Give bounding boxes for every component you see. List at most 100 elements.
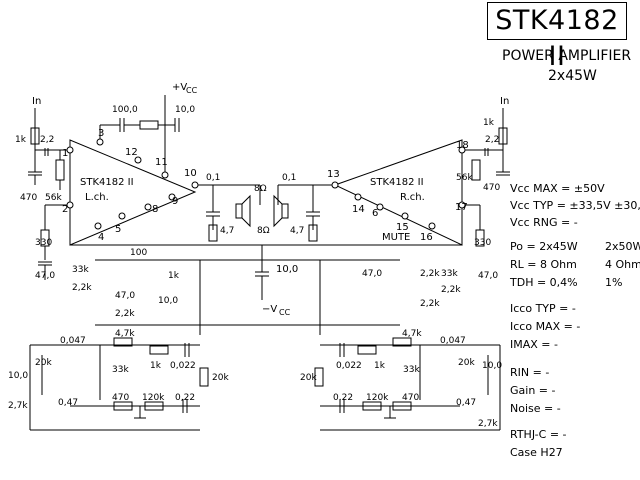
comp-r-r-1k: 1k [483,118,495,128]
comp-r-r-4-7k: 4,7k [402,329,422,339]
pin-10: 10 [184,168,197,179]
spec-tdh-alt: 1% [605,276,623,289]
comp-l-c-47: 47,0 [35,271,55,281]
comp-l-r-120k: 120k [142,393,165,403]
spec-case: Case H27 [510,446,563,459]
spec-rthj-c: RTHJ-C = - [510,428,567,441]
comp-r-r-1k: 1k [374,361,386,371]
pin-5: 5 [115,224,121,235]
comp-l-r-33k: 33k [72,265,89,275]
spec-rl-alt: 4 Ohm [605,258,640,271]
comp-l-r-1k-b: 1k [168,271,180,281]
comp-l-c-0-47: 0,47 [58,398,78,408]
comp-r-c-0-1: 0,1 [282,173,296,183]
mute-label: MUTE [382,232,410,243]
comp-l-pot-20k-b: 20k [212,373,229,383]
comp-l-r-33k-b: 33k [112,365,129,375]
comp-r-c-47: 47,0 [478,271,498,281]
comp-r-c-0-022: 0,022 [336,361,362,371]
comp-l-c-470: 470 [20,193,37,203]
vcc-negative-label: −V [262,304,277,315]
comp-r-c-0-047: 0,047 [440,336,466,346]
vcc-positive-sub: CC [186,86,198,95]
comp-l-r-2-2k: 2,2k [72,283,92,293]
comp-l-c-0-022: 0,022 [170,361,196,371]
pin-2: 2 [62,204,68,215]
pin-1: 1 [62,148,68,159]
spec-rl: RL = 8 Ohm [510,258,577,271]
comp-r-c-10: 10,0 [482,361,502,371]
pin-14: 14 [352,204,365,215]
comp-r-r-4-7: 4,7 [290,226,304,236]
spec-imax: IMAX = - [510,338,558,351]
pin-11: 11 [155,157,168,168]
comp-r-pot-20k: 20k [300,373,317,383]
comp-r-speaker: 8Ω [257,226,270,236]
comp-r-c-470: 470 [483,183,500,193]
right-channel-label: R.ch. [400,192,425,203]
left-ic-label: STK4182 II [80,177,134,188]
ic-right-body [333,139,463,246]
comp-l-c-0-047: 0,047 [60,336,86,346]
spec-icco-max: Icco MAX = - [510,320,581,333]
comp-r-c-2-2: 2,2 [485,135,499,145]
spec-gain: Gain = - [510,384,556,397]
comp-r-c-0-47: 0,47 [456,398,476,408]
comp-r-r-2-2k-b: 2,2k [420,269,440,279]
comp-l-c-2-2: 2,2 [40,135,54,145]
spec-rin: RIN = - [510,366,550,379]
pin-6: 6 [372,208,378,219]
pin-16: 16 [420,232,433,243]
spec-noise: Noise = - [510,402,561,415]
left-input-label: In [32,96,41,107]
description: POWER AMPLIFIER [502,48,632,64]
comp-r-r-2-7k: 2,7k [478,419,498,429]
comp-r-r-2-2k-c: 2,2k [420,299,440,309]
pin-18: 18 [456,140,469,151]
comp-r-r-330: 330 [474,238,491,248]
comp-r-c-47-b: 47,0 [362,269,382,279]
comp-l-c-10-b: 10,0 [8,371,28,381]
comp-l-r-470: 470 [112,393,129,403]
pin-9: 9 [172,196,178,207]
comp-l-c-10-0: 10,0 [175,105,195,115]
pin-17: 17 [455,202,468,213]
comp-l-c-0-22: 0,22 [175,393,195,403]
power-rating: 2x45W [548,68,597,84]
comp-r-r-470: 470 [402,393,419,403]
comp-l-r-4-7k: 4,7k [115,329,135,339]
comp-l-c-10: 10,0 [158,296,178,306]
spec-po-alt: 2x50W [605,240,640,253]
vcc-negative-sub: CC [279,308,291,317]
comp-r-r-2-2k: 2,2k [441,285,461,295]
comp-l-c-47-b: 47,0 [115,291,135,301]
spec-vcc-rng: Vcc RNG = - [510,216,578,229]
part-number-title: STK4182 II [487,2,627,72]
right-input-label: In [500,96,509,107]
comp-l-100: 100 [130,248,147,258]
comp-l-r-4-7: 4,7 [220,226,234,236]
pin-15: 15 [396,222,409,233]
pin-4: 4 [98,232,104,243]
spec-tdh: TDH = 0,4% [510,276,578,289]
pin-13: 13 [327,169,340,180]
vcc-positive-label: +V [172,82,187,93]
comp-r-pot-20k-b: 20k [458,358,475,368]
right-ic-label: STK4182 II [370,177,424,188]
comp-r-r-56k: 56k [456,173,473,183]
comp-l-r-330: 330 [35,238,52,248]
comp-r-c-0-22: 0,22 [333,393,353,403]
spec-icco-typ: Icco TYP = - [510,302,576,315]
comp-l-c-0-1: 0,1 [206,173,220,183]
comp-l-r-2-7k: 2,7k [8,401,28,411]
comp-r-r-33k-b: 33k [403,365,420,375]
comp-l-r-1k: 1k [15,135,27,145]
spec-vcc-max: Vcc MAX = ±50V [510,182,605,195]
pin-8: 8 [152,204,158,215]
supply-cap-label: 10,0 [276,264,298,275]
left-channel-label: L.ch. [85,192,109,203]
comp-l-c-100-0: 100,0 [112,105,138,115]
pin-3: 3 [98,128,104,139]
comp-l-r-1k-c: 1k [150,361,162,371]
